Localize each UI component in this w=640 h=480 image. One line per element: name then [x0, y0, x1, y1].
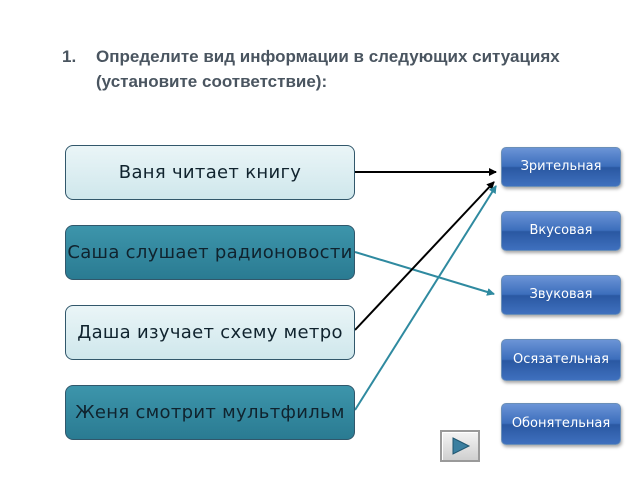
type-visual-button[interactable]: Зрительная	[501, 147, 621, 187]
type-taste-button[interactable]: Вкусовая	[501, 211, 621, 251]
situation-vanya[interactable]: Ваня читает книгу	[65, 145, 355, 200]
situation-sasha[interactable]: Саша слушает радионовости	[65, 225, 355, 280]
type-audio-button[interactable]: Звуковая	[501, 275, 621, 315]
situation-zhenya[interactable]: Женя смотрит мультфильм	[65, 385, 355, 440]
connection-zhenya-visual	[354, 185, 497, 411]
connection-sasha-audio	[354, 251, 495, 296]
question-text: Определите вид информации в следующих си…	[96, 47, 560, 91]
play-icon	[452, 437, 471, 455]
type-smell-button[interactable]: Обонятельная	[501, 403, 621, 445]
type-tactile-button[interactable]: Осязательная	[501, 339, 621, 381]
connection-dasha-visual	[354, 181, 495, 331]
next-button[interactable]	[440, 430, 480, 462]
question-number: 1.	[62, 47, 77, 66]
situation-dasha[interactable]: Даша изучает схему метро	[65, 305, 355, 360]
